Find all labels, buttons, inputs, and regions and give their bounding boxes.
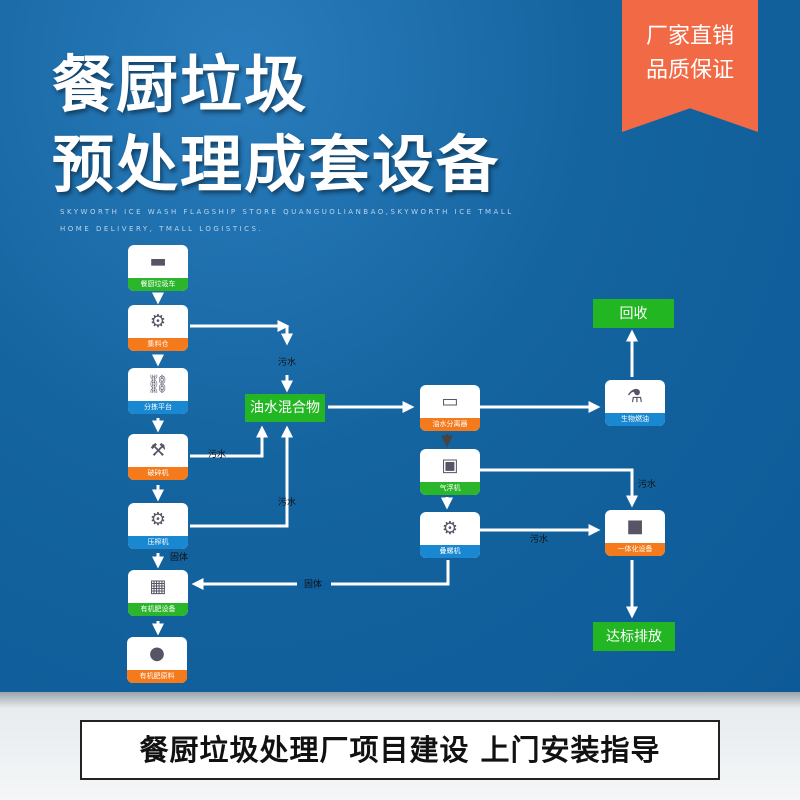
- equipment-label: 有机肥原料: [127, 670, 187, 683]
- equipment-label: 集料仓: [128, 338, 188, 351]
- fertilizer-machine-icon: ▦: [149, 576, 167, 597]
- arrow: [191, 560, 450, 590]
- flow-label-sewage: 污水: [530, 535, 549, 545]
- badge-line-2: 品质保证: [645, 58, 734, 83]
- badge-line-1: 厂家直销: [645, 24, 734, 49]
- hopper-icon: ⚙: [149, 311, 167, 332]
- flow-label-sewage: 污水: [638, 480, 657, 490]
- equipment-label: 叠螺机: [420, 545, 480, 558]
- equipment-card: ▦ 有机肥设备: [128, 570, 188, 616]
- equipment-card: ⚒ 破碎机: [128, 434, 188, 480]
- flow-label-sewage: 污水: [208, 450, 227, 460]
- equipment-card: ⚙ 压榨机: [128, 503, 188, 549]
- equipment-label: 餐厨垃圾车: [128, 278, 188, 291]
- beaker-icon: ⚗: [626, 386, 644, 407]
- equipment-label: 破碎机: [128, 467, 188, 480]
- equipment-label: 一体化设备: [605, 543, 665, 556]
- equipment-card: ⛓ 分拣平台: [128, 368, 188, 414]
- treatment-tank-icon: ■: [626, 516, 644, 537]
- flow-label-solid: 固体: [304, 580, 323, 590]
- equipment-card: ⚙ 叠螺机: [420, 512, 480, 558]
- equipment-label: 生物燃油: [605, 413, 665, 426]
- stage-recycle: 回收: [593, 299, 674, 328]
- arrow: [480, 468, 638, 508]
- flow-arrows: [152, 292, 638, 636]
- arrow: [190, 425, 268, 458]
- conveyor-icon: ⛓: [146, 374, 170, 395]
- truck-icon: ▬: [149, 251, 167, 272]
- crusher-icon: ⚒: [149, 440, 167, 461]
- compost-pile-icon: ●: [149, 643, 165, 664]
- equipment-card: ⚗ 生物燃油: [605, 380, 665, 426]
- equipment-card: ● 有机肥原料: [127, 637, 187, 683]
- title-line-1: 餐厨垃圾: [52, 48, 309, 121]
- stage-discharge: 达标排放: [593, 622, 675, 651]
- title-line-2: 预处理成套设备: [52, 128, 501, 201]
- press-icon: ⚙: [149, 509, 167, 530]
- equipment-card: ▬ 餐厨垃圾车: [128, 245, 188, 291]
- screw-press-icon: ⚙: [441, 518, 459, 539]
- flow-label-sewage: 污水: [278, 358, 297, 368]
- arrow: [190, 425, 293, 528]
- equipment-card: ▣ 气浮机: [420, 449, 480, 495]
- equipment-label: 气浮机: [420, 482, 480, 495]
- equipment-label: 压榨机: [128, 536, 188, 549]
- promo-badge: 厂家直销 品质保证: [622, 0, 758, 132]
- equipment-label: 有机肥设备: [128, 603, 188, 616]
- equipment-card: ⚙ 集料仓: [128, 305, 188, 351]
- subtitle-line-1: SKYWORTH ICE WASH FLAGSHIP STORE QUANGUO…: [60, 208, 514, 216]
- flow-label-sewage: 污水: [278, 498, 297, 508]
- stage-oil-water-mixture: 油水混合物: [245, 394, 325, 422]
- separator-icon: ▭: [441, 391, 459, 412]
- equipment-card: ▭ 油水分离器: [420, 385, 480, 431]
- equipment-card: ■ 一体化设备: [605, 510, 665, 556]
- flow-label-solid: 固体: [170, 553, 189, 563]
- subtitle-line-2: HOME DELIVERY, TMALL LOGISTICS.: [60, 225, 264, 233]
- bottom-banner: 餐厨垃圾处理厂项目建设 上门安装指导: [80, 720, 720, 780]
- flotation-icon: ▣: [441, 455, 459, 476]
- equipment-label: 油水分离器: [420, 418, 480, 431]
- equipment-label: 分拣平台: [128, 401, 188, 414]
